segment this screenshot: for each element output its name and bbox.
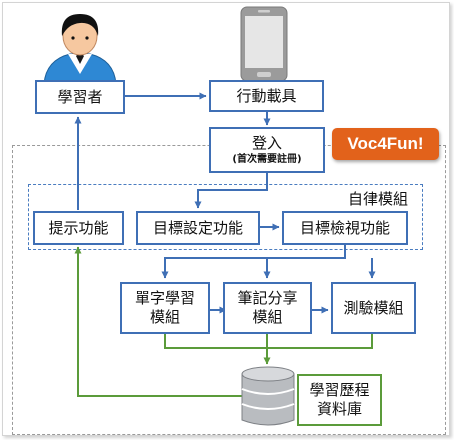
node-quiz-module: 測驗模組: [331, 282, 416, 334]
node-learning-history-database: 學習歷程 資料庫: [297, 374, 382, 426]
node-learner-label: 學習者: [57, 87, 103, 106]
node-goal-review: 目標檢視功能: [282, 211, 408, 245]
node-goal-setting-label: 目標設定功能: [152, 218, 243, 237]
node-mobile-device: 行動載具: [209, 80, 324, 112]
node-vocab-module: 單字學習 模組: [120, 282, 210, 334]
node-login-note: (首次需要註冊): [232, 154, 302, 165]
node-hint: 提示功能: [33, 211, 124, 245]
node-login-label: 登入: [251, 134, 282, 152]
node-notes-line2: 模組: [252, 308, 283, 326]
node-notes-module: 筆記分享 模組: [223, 282, 312, 334]
database-icon: [241, 366, 295, 426]
arrow-login-to-goal-setting: [194, 173, 268, 209]
node-learner: 學習者: [35, 80, 125, 114]
node-vocab-line1: 單字學習: [134, 289, 195, 307]
arrow-review-to-modules: [161, 244, 346, 279]
node-mobile-label: 行動載具: [236, 86, 297, 105]
person-icon: [43, 14, 117, 84]
node-quiz-label: 測驗模組: [343, 298, 404, 317]
node-vocab-line2: 模組: [149, 308, 180, 326]
node-login: 登入 (首次需要註冊): [209, 127, 325, 173]
diagram-frame: [2, 2, 450, 436]
node-hint-label: 提示功能: [48, 218, 109, 237]
node-goal-review-label: 目標檢視功能: [299, 218, 390, 237]
node-goal-setting: 目標設定功能: [136, 211, 260, 245]
node-notes-line1: 筆記分享: [237, 289, 298, 307]
module-group-label: 自律模組: [348, 190, 409, 208]
title-badge: Voc4Fun!: [332, 128, 439, 160]
self-regulation-module-boundary: [28, 184, 423, 250]
node-db-line2: 資料庫: [316, 400, 362, 418]
node-db-line1: 學習歷程: [309, 381, 370, 399]
smartphone-icon: [240, 6, 288, 82]
link-modules-to-database: [164, 333, 373, 349]
arrow-database-to-hint: [74, 246, 244, 397]
